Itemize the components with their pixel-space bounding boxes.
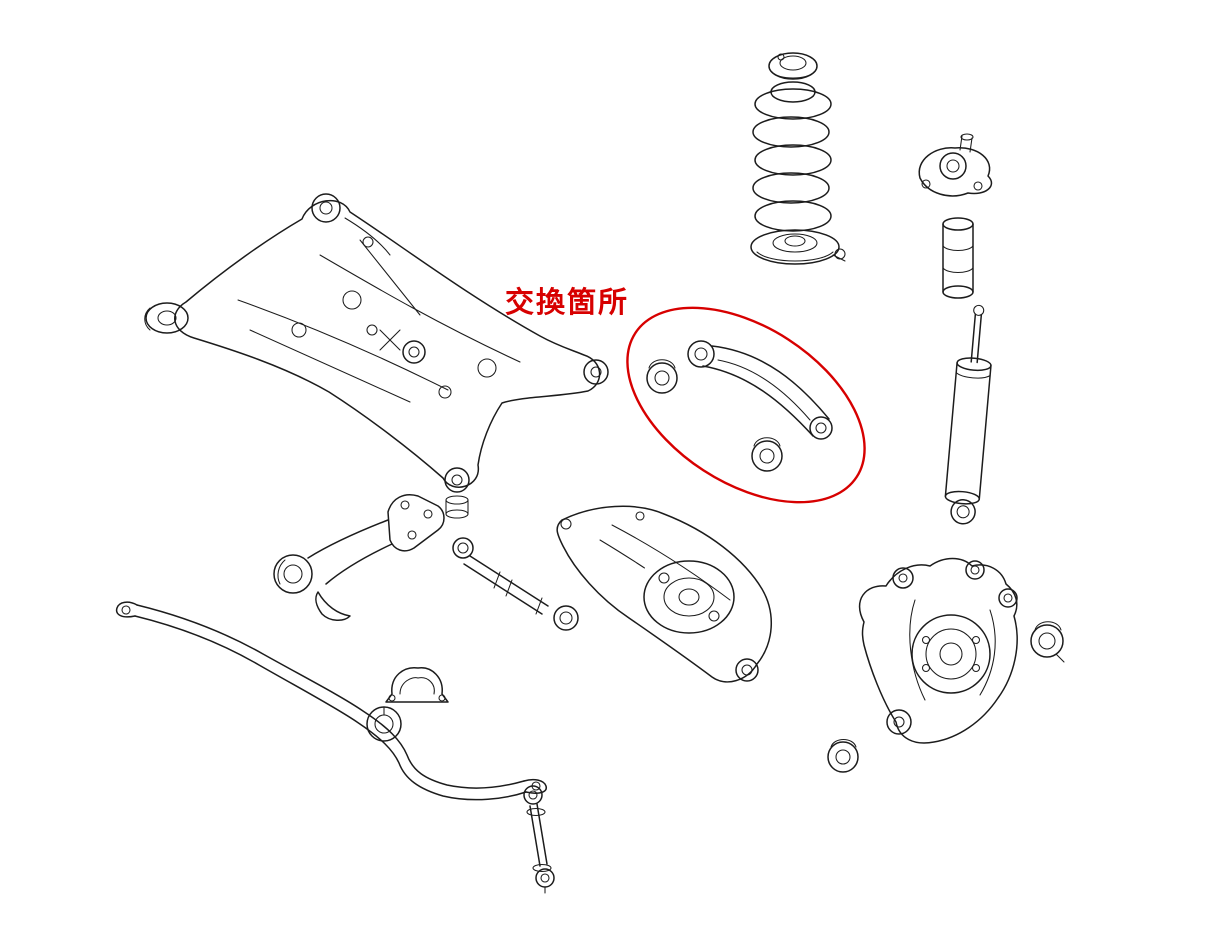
knuckle-outer-bushing-part bbox=[1030, 621, 1065, 663]
trailing-arm-bracket-part bbox=[273, 494, 445, 621]
upper-arm-bushing-rear-part bbox=[751, 437, 783, 472]
replacement-annotation: 交換箇所 bbox=[505, 285, 866, 504]
stabilizer-end-link-part bbox=[523, 785, 555, 894]
bump-stop-part bbox=[942, 217, 974, 299]
wheel-knuckle-part bbox=[858, 557, 1018, 744]
spring-lower-seat-part bbox=[750, 229, 846, 265]
lower-control-arm-part bbox=[556, 505, 772, 683]
upper-control-arm-part bbox=[687, 340, 833, 440]
strut-upper-mount-part bbox=[918, 133, 993, 197]
upper-arm-bushing-front-part bbox=[646, 359, 678, 394]
rear-subframe-part bbox=[144, 193, 609, 519]
shock-absorber-part bbox=[944, 304, 992, 525]
knuckle-lower-bushing-part bbox=[827, 738, 859, 773]
spring-upper-seat-part bbox=[768, 52, 818, 80]
stabilizer-bracket-part bbox=[385, 667, 449, 703]
highlight-ellipse bbox=[626, 306, 866, 504]
stabilizer-bushing-part bbox=[366, 706, 402, 742]
toe-link-part bbox=[452, 537, 579, 631]
replacement-label: 交換箇所 bbox=[505, 285, 629, 319]
coil-spring-part bbox=[752, 81, 832, 232]
stabilizer-bar-part bbox=[115, 601, 548, 801]
